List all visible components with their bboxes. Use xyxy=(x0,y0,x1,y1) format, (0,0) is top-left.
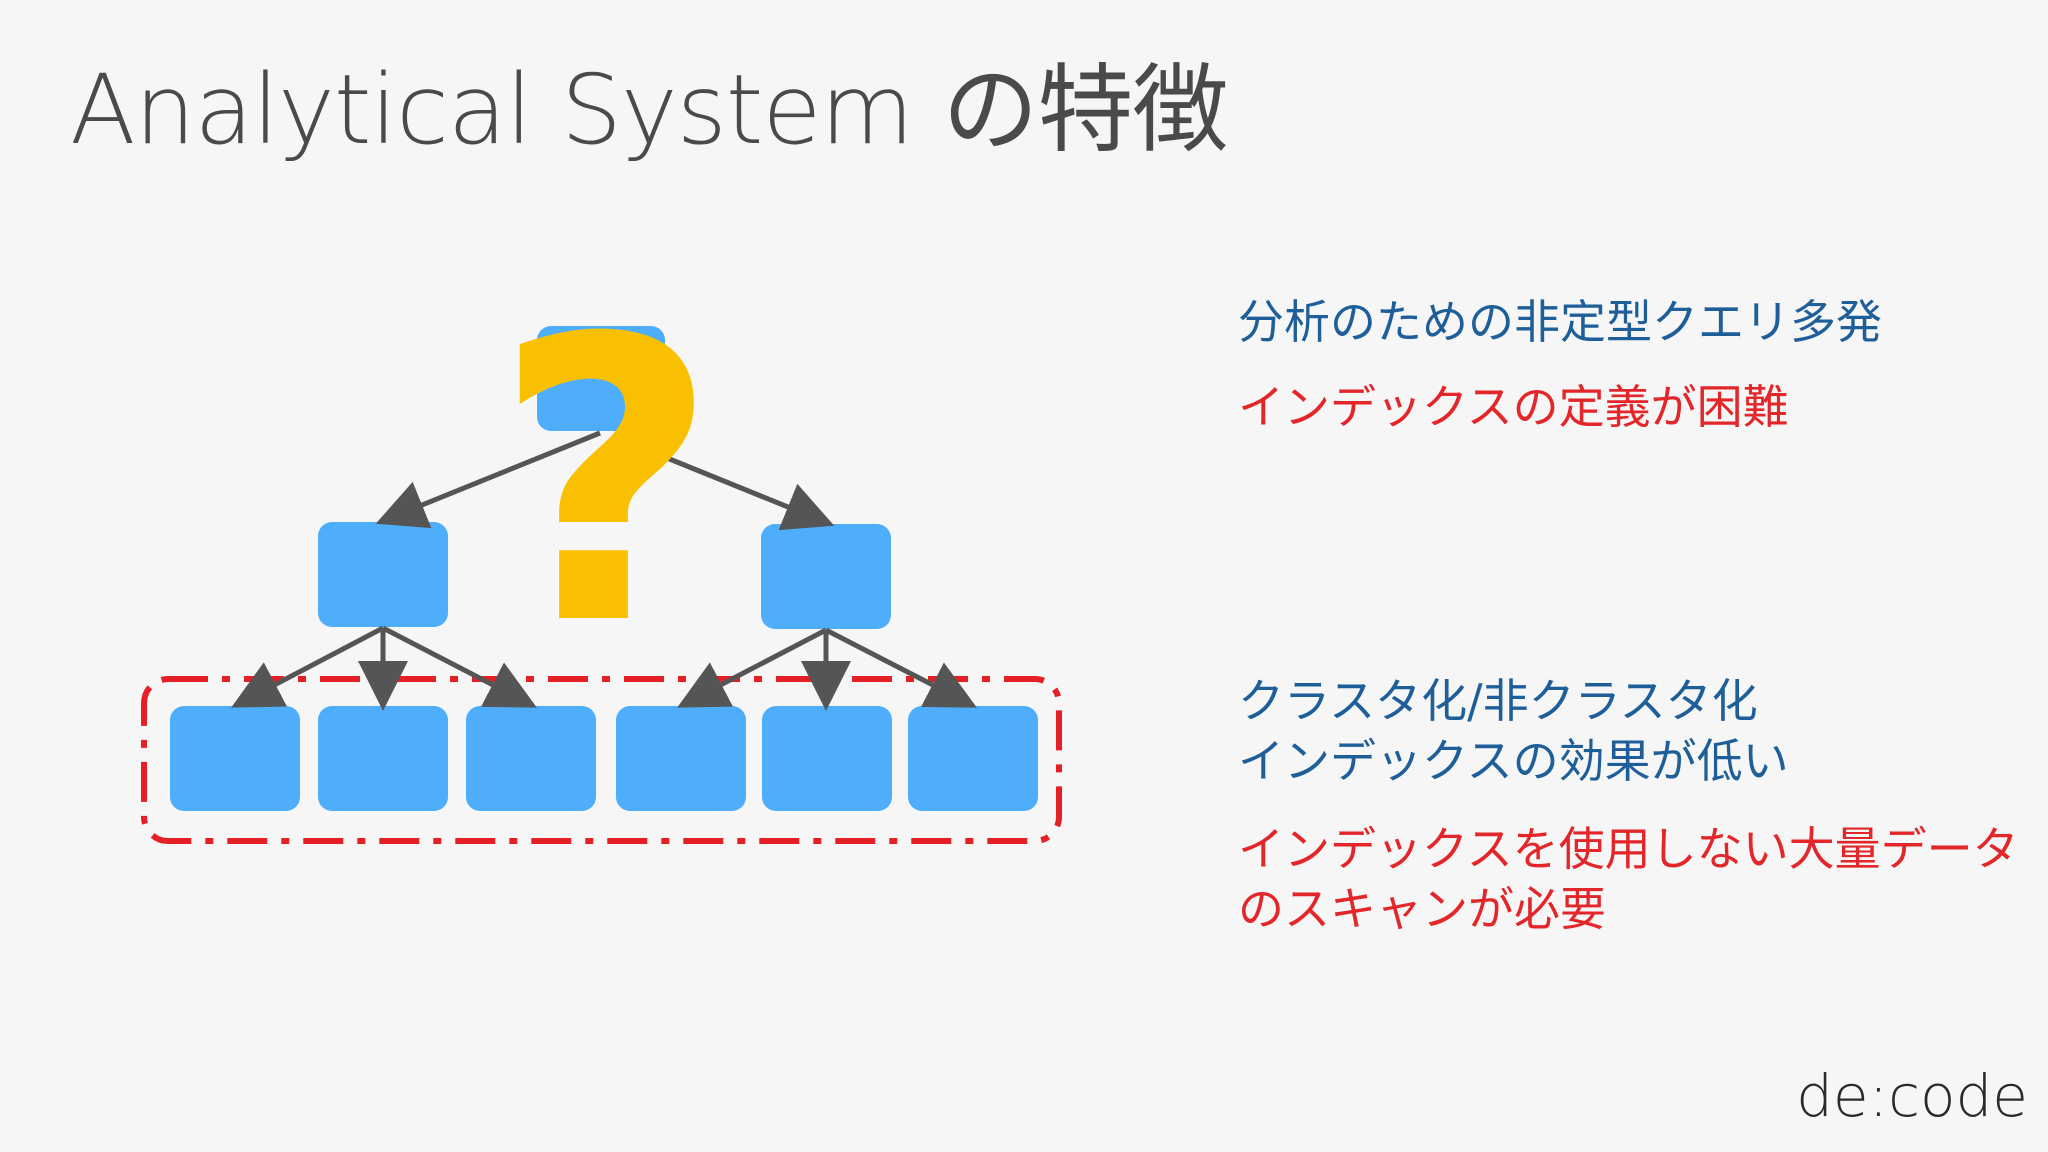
point-index-definition-text: インデックスの定義が困難 xyxy=(1238,380,1789,434)
branch-node-right xyxy=(761,524,891,629)
arrow-right-leaf4 xyxy=(677,627,828,708)
arrow-left-leaf1 xyxy=(231,625,385,708)
point-full-scan: インデックスを使用しない大量データ のスキャンが必要 xyxy=(1238,820,2019,940)
leaf-node-3 xyxy=(466,706,596,811)
point-index-effect-line2: インデックスの効果が低い xyxy=(1238,733,1789,788)
leaf-node-4 xyxy=(616,706,746,811)
arrow-right-leaf6 xyxy=(824,627,977,708)
arrow-left-leaf3 xyxy=(381,625,537,708)
branch-node-left xyxy=(318,522,448,627)
brand-logo: de:code xyxy=(1796,1062,2028,1130)
arrow-root-right xyxy=(634,442,835,531)
root-node xyxy=(537,326,665,431)
question-mark-icon: ? xyxy=(493,256,719,710)
point-adhoc-queries-text: 分析のための非定型クエリ多発 xyxy=(1238,295,1882,349)
slide-title: Analytical System の特徴 xyxy=(70,54,1228,166)
point-adhoc-queries: 分析のための非定型クエリ多発 xyxy=(1238,293,1882,353)
point-index-effect: クラスタ化/非クラスタ化 インデックスの効果が低い xyxy=(1238,672,1789,792)
point-full-scan-line1: インデックスを使用しない大量データ xyxy=(1238,822,2019,876)
arrow-root-left xyxy=(375,430,601,529)
leaf-node-2 xyxy=(318,706,448,811)
leaf-node-1 xyxy=(170,706,300,811)
leaf-node-6 xyxy=(908,706,1038,811)
point-full-scan-line2: のスキャンが必要 xyxy=(1238,881,1606,936)
point-index-effect-line1: クラスタ化/非クラスタ化 xyxy=(1238,674,1758,728)
root-arrows xyxy=(375,430,835,531)
point-index-definition: インデックスの定義が困難 xyxy=(1238,378,1789,438)
leaf-node-5 xyxy=(762,706,892,811)
leaf-arrows xyxy=(231,625,977,711)
